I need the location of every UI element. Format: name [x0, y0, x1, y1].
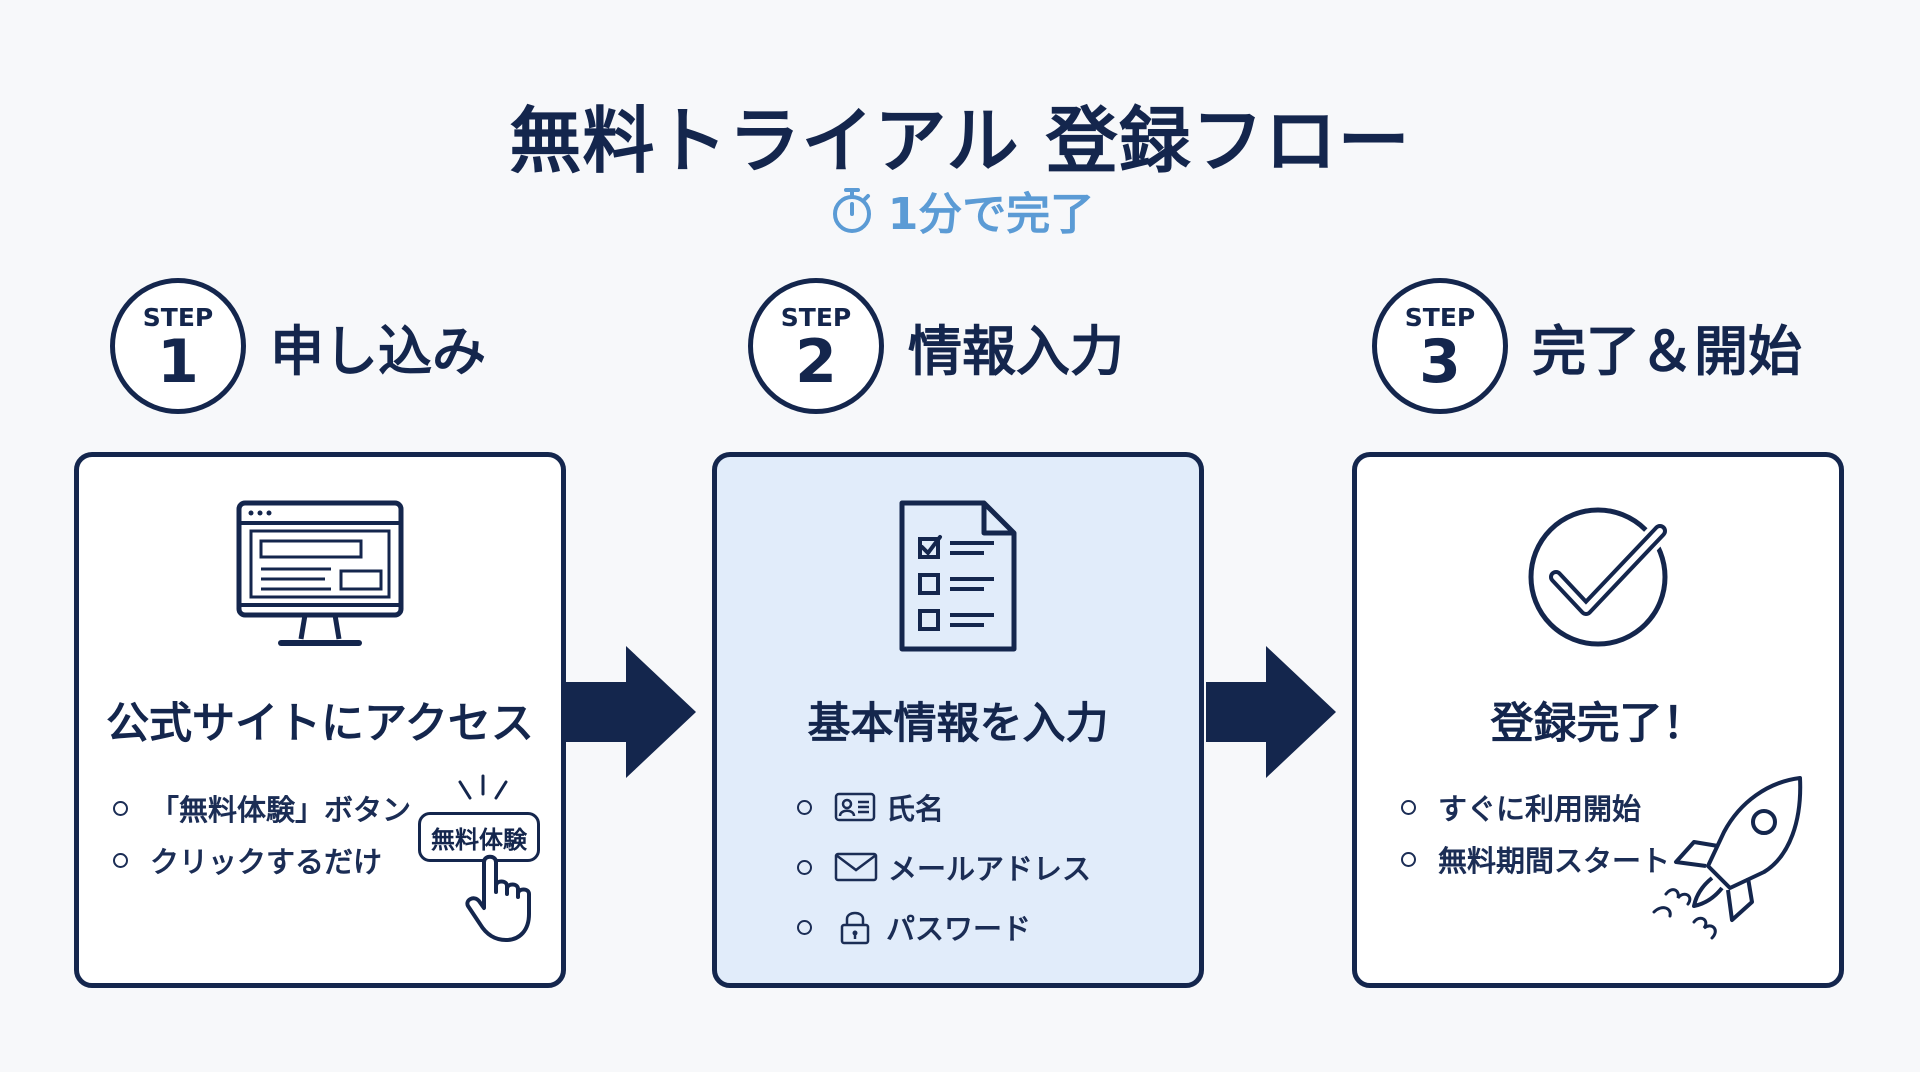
check-circle-icon	[1528, 507, 1670, 647]
list-item: すぐに利用開始	[1401, 781, 1670, 833]
step-2-label: STEP	[780, 302, 852, 332]
step-1-header: STEP 1 申し込み	[110, 278, 486, 414]
lock-icon	[840, 911, 870, 945]
step-1-heading: 公式サイトにアクセス	[106, 699, 534, 749]
envelope-icon	[834, 852, 878, 882]
bullet-dot	[113, 852, 128, 868]
step-2-card: 基本情報を入力 氏名	[712, 452, 1204, 988]
rocket-icon	[1652, 776, 1803, 940]
bullet-text: 「無料体験」ボタン	[150, 793, 412, 827]
free-trial-button[interactable]: 無料体験	[418, 812, 540, 862]
step-1-title: 申し込み	[270, 319, 486, 383]
list-item: 無料期間スタート	[1401, 833, 1670, 885]
bullet-text: パスワード	[886, 912, 1032, 946]
step-3-title: 完了＆開始	[1532, 319, 1802, 383]
bullet-text: すぐに利用開始	[1438, 792, 1642, 826]
step-3-badge: STEP 3	[1372, 278, 1508, 414]
bullet-text: メールアドレス	[888, 852, 1092, 886]
id-card-icon	[834, 792, 876, 822]
subtitle: 1分で完了	[0, 178, 1920, 242]
step-3-bullets: すぐに利用開始 無料期間スタート	[1401, 781, 1670, 885]
monitor-icon	[236, 500, 404, 646]
subtitle-text: 1分で完了	[887, 189, 1095, 240]
bullet-text: 氏名	[886, 792, 945, 826]
step-3-label: STEP	[1404, 302, 1476, 332]
click-burst-icon	[458, 774, 508, 800]
list-item: クリックするだけ	[113, 834, 411, 886]
list-item: 氏名	[797, 777, 1091, 837]
step-3-heading: 登録完了！	[1490, 699, 1706, 749]
step-1-card: 公式サイトにアクセス 「無料体験」ボタン クリックするだけ	[74, 452, 566, 988]
stopwatch-icon	[832, 188, 871, 233]
pointer-hand-icon	[465, 854, 531, 942]
step-1-label: STEP	[142, 302, 214, 332]
list-item: メールアドレス	[797, 837, 1091, 897]
step-1-number: 1	[157, 326, 199, 397]
bullet-dot	[1401, 799, 1416, 815]
checklist-document-icon	[899, 500, 1017, 652]
bullet-dot	[797, 859, 812, 875]
list-item: パスワード	[797, 897, 1091, 957]
step-2-heading: 基本情報を入力	[807, 699, 1109, 749]
step-3-card: 登録完了！ すぐに利用開始 無料期間スタート	[1352, 452, 1844, 988]
step-1-bullets: 「無料体験」ボタン クリックするだけ	[113, 782, 411, 886]
step-2-badge: STEP 2	[748, 278, 884, 414]
step-3-number: 3	[1419, 326, 1461, 397]
bullet-dot	[797, 919, 812, 935]
step-2-header: STEP 2 情報入力	[748, 278, 1124, 414]
arrow-right-icon	[566, 646, 696, 778]
step-2-number: 2	[795, 326, 837, 397]
arrow-right-icon	[1206, 646, 1336, 778]
step-2-title: 情報入力	[908, 319, 1124, 383]
bullet-dot	[797, 799, 812, 815]
step-1-badge: STEP 1	[110, 278, 246, 414]
bullet-text: 無料期間スタート	[1438, 844, 1671, 878]
step-3-header: STEP 3 完了＆開始	[1372, 278, 1802, 414]
bullet-dot	[113, 800, 128, 816]
bullet-text: クリックするだけ	[150, 845, 383, 879]
bullet-dot	[1401, 851, 1416, 867]
step-2-bullets: 氏名 メールアドレス パスワード	[797, 777, 1091, 957]
list-item: 「無料体験」ボタン	[113, 782, 411, 834]
page-title: 無料トライアル 登録フロー	[509, 99, 1411, 183]
